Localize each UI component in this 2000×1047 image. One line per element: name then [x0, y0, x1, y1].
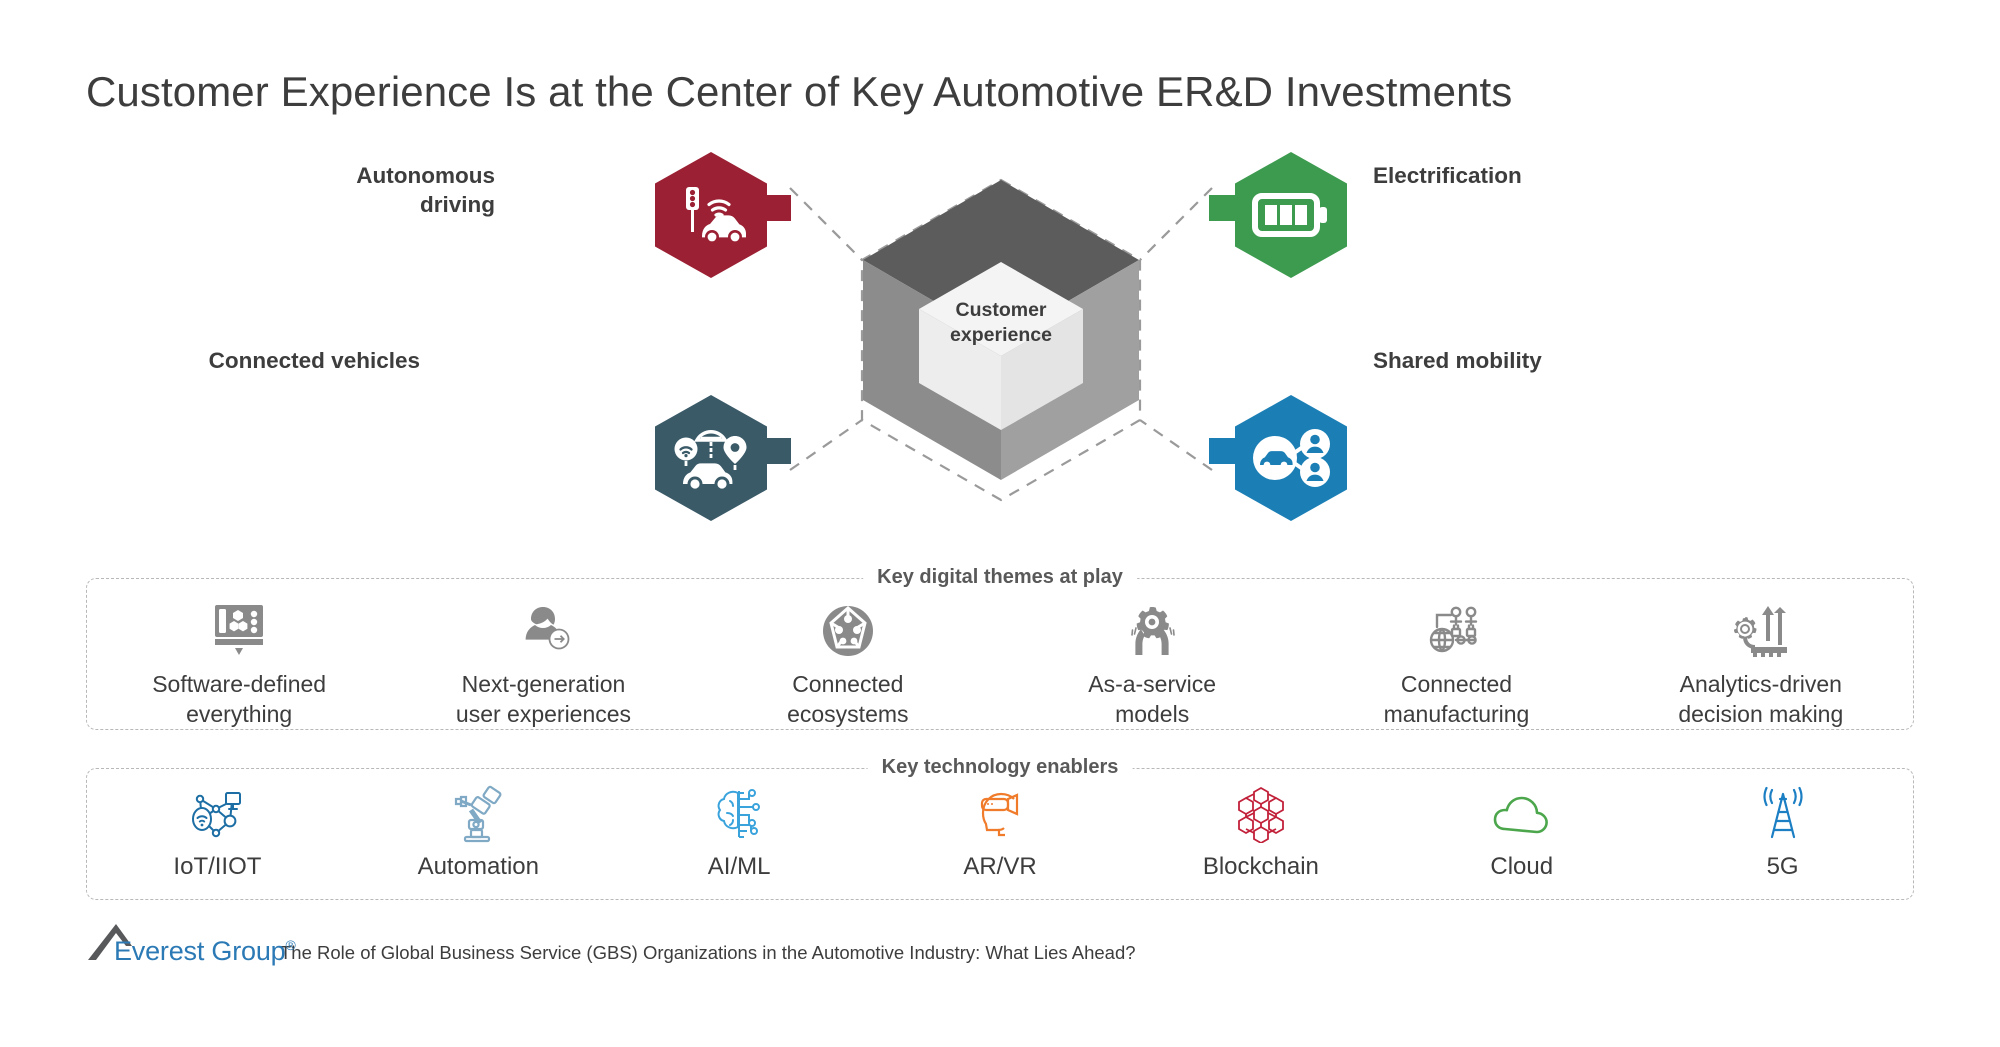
- cloud-icon: [1489, 783, 1555, 845]
- connector-square-electrification: [1209, 195, 1235, 221]
- blockchain-cubes-icon: [1230, 783, 1292, 845]
- node-label-shared-mobility: Shared mobility: [1373, 348, 1542, 373]
- enabler-label: Automation: [417, 853, 539, 880]
- theme-label: Analytics-driven decision making: [1678, 671, 1844, 728]
- mountain-peak-icon: [88, 924, 132, 960]
- theme-item-connected-ecosystems[interactable]: Connected ecosystems: [696, 603, 1000, 729]
- registered-mark: ®: [285, 937, 296, 953]
- hex-shared-mobility[interactable]: [1235, 395, 1347, 521]
- hex-electrification[interactable]: [1235, 152, 1347, 278]
- node-label-connected-vehicles: Connected vehicles: [208, 348, 420, 373]
- hex-autonomous-driving[interactable]: [655, 152, 767, 278]
- connector-square-connected-vehicles: [765, 438, 791, 464]
- theme-label: Connected ecosystems: [787, 671, 909, 728]
- page-title: Customer Experience Is at the Center of …: [86, 68, 1513, 115]
- node-label-autonomous-driving: Autonomous driving: [356, 163, 495, 217]
- enabler-item-automation[interactable]: Automation: [348, 783, 609, 899]
- center-cube: Customer experience: [861, 162, 1141, 482]
- connector-square-shared-mobility: [1209, 438, 1235, 464]
- enabler-item-ar-vr[interactable]: AR/VR: [870, 783, 1131, 899]
- investment-hexagon-diagram: Customer experience Autonomous driving: [0, 140, 2000, 540]
- server-monitor-icon: [210, 603, 268, 659]
- enabler-label: AI/ML: [707, 853, 771, 880]
- hands-gear-icon: [1123, 603, 1181, 659]
- theme-label: Next-generation user experiences: [455, 671, 632, 728]
- enabler-item-ai-ml[interactable]: AI/ML: [609, 783, 870, 899]
- key-technology-enablers-heading: Key technology enablers: [867, 756, 1133, 779]
- key-digital-themes-panel: Key digital themes at play: [86, 566, 1914, 730]
- brain-circuit-icon: [708, 783, 770, 845]
- connector-square-autonomous-driving: [765, 195, 791, 221]
- theme-item-analytics-driven-decision-making[interactable]: Analytics-driven decision making: [1609, 603, 1913, 729]
- theme-label: Software-defined everything: [152, 671, 327, 728]
- growth-chart-gear-icon: [1731, 603, 1791, 659]
- enabler-label: Cloud: [1490, 853, 1554, 880]
- brand-name: Everest Group®: [114, 936, 296, 966]
- key-digital-themes-heading: Key digital themes at play: [863, 566, 1137, 589]
- enabler-item-blockchain[interactable]: Blockchain: [1130, 783, 1391, 899]
- enabler-label: IoT/IIOT: [173, 853, 262, 880]
- enabler-label: AR/VR: [963, 853, 1037, 880]
- footer-note: The Role of Global Business Service (GBS…: [280, 942, 1136, 963]
- enabler-label: Blockchain: [1202, 853, 1319, 880]
- footer: Everest Group® The Role of Global Busine…: [86, 922, 1136, 966]
- network-globe-icon: [819, 603, 877, 659]
- everest-group-logo: Everest Group®: [86, 922, 296, 966]
- shared-car-people-icon: [1251, 427, 1331, 489]
- key-technology-enablers-panel: Key technology enablers: [86, 756, 1914, 900]
- theme-label: Connected manufacturing: [1383, 671, 1530, 728]
- signal-tower-icon: [1752, 783, 1814, 845]
- center-cube-label: Customer experience: [950, 299, 1052, 347]
- theme-item-connected-manufacturing[interactable]: Connected manufacturing: [1304, 603, 1608, 729]
- theme-item-as-a-service-models[interactable]: As-a-service models: [1000, 603, 1304, 729]
- autonomous-car-icon: [673, 184, 749, 246]
- hex-connected-vehicles[interactable]: [655, 395, 767, 521]
- connected-car-icon: [671, 422, 751, 494]
- theme-item-next-generation-user-experiences[interactable]: Next-generation user experiences: [391, 603, 695, 729]
- enabler-item-cloud[interactable]: Cloud: [1391, 783, 1652, 899]
- theme-item-software-defined-everything[interactable]: Software-defined everything: [87, 603, 391, 729]
- enabler-item-5g[interactable]: 5G: [1652, 783, 1913, 899]
- node-label-electrification: Electrification: [1373, 163, 1522, 188]
- robot-arm-icon: [447, 783, 509, 845]
- enabler-label: 5G: [1766, 853, 1799, 880]
- enabler-item-iot-iiot[interactable]: IoT/IIOT: [87, 783, 348, 899]
- iot-network-icon: [186, 783, 248, 845]
- user-arrow-icon: [514, 603, 572, 659]
- smart-factory-icon: [1425, 603, 1487, 659]
- theme-label: As-a-service models: [1088, 671, 1217, 728]
- vr-headset-icon: [969, 783, 1031, 845]
- battery-icon: [1252, 189, 1330, 241]
